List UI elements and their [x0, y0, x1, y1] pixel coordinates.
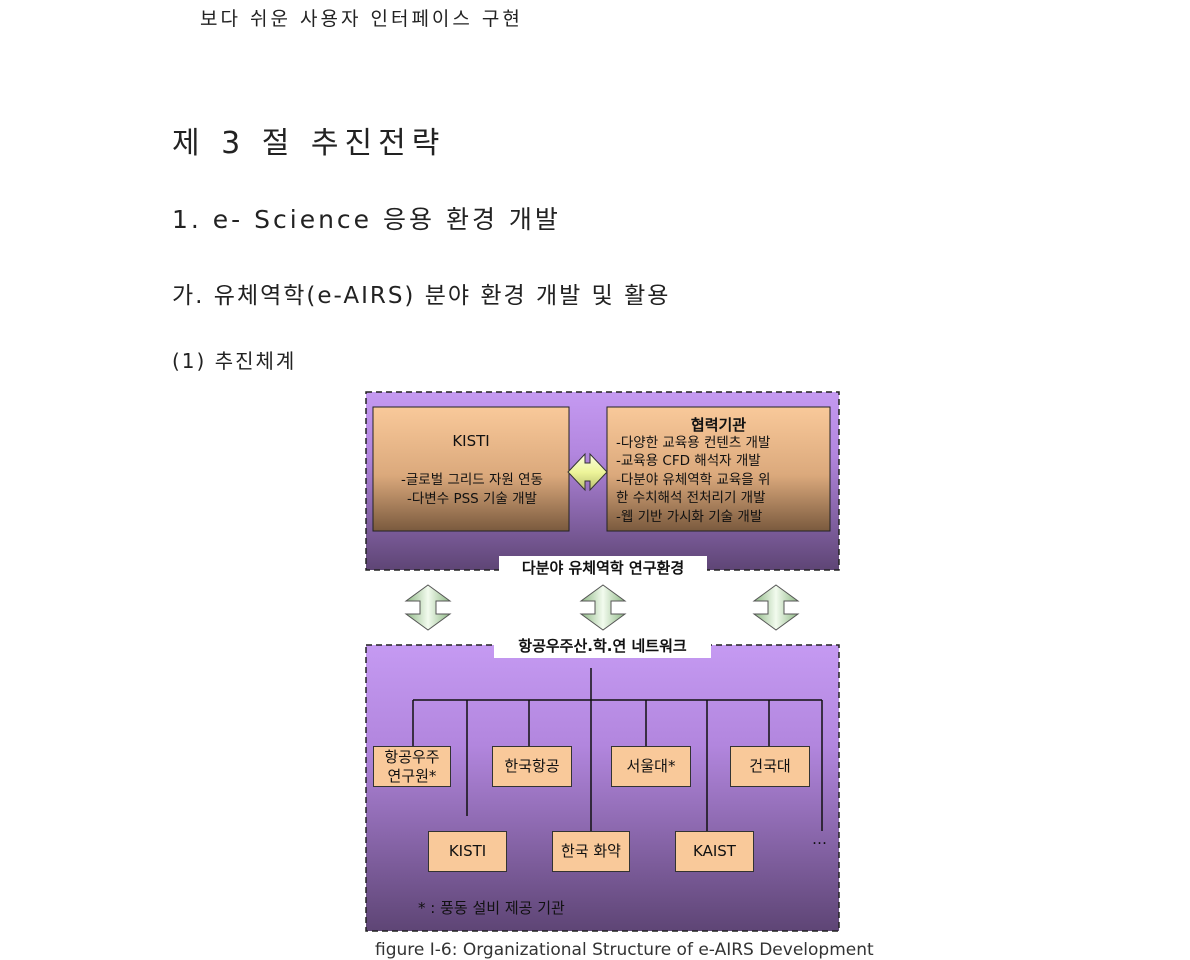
- vertical-double-arrow-icon: [579, 584, 627, 631]
- lower-panel: [365, 644, 840, 932]
- footnote: * : 풍동 설비 제공 기관: [418, 899, 565, 917]
- org-box-kaist: KAIST: [675, 831, 754, 872]
- org-box-hanwha: 한국 화약: [552, 831, 630, 872]
- double-arrow-icon: [567, 452, 608, 492]
- org-box-konkuk: 건국대: [730, 746, 810, 787]
- vertical-double-arrow-icon: [752, 584, 800, 631]
- network-lines: [412, 668, 823, 831]
- section-title: 제 3 절 추진전략: [172, 126, 446, 161]
- partner-title: 협력기관: [690, 416, 747, 434]
- org-box-kai: 한국항공: [492, 746, 572, 787]
- partner-lines: -다양한 교육용 컨텐츠 개발 -교육용 CFD 해석자 개발 -다분야 유체역…: [616, 434, 831, 526]
- subsection-title: 1. e- Science 응용 환경 개발: [172, 205, 561, 234]
- intro-line: 보다 쉬운 사용자 인터페이스 구현: [200, 8, 523, 30]
- org-box-kisti: KISTI: [428, 831, 507, 872]
- vertical-double-arrow-icon: [404, 584, 452, 631]
- partner-line: -다양한 교육용 컨텐츠 개발: [616, 435, 771, 451]
- lower-panel-label: 항공우주산.학.연 네트워크: [494, 634, 711, 658]
- partner-line: -웹 기반 가시화 기술 개발: [616, 508, 763, 525]
- org-box-snu: 서울대*: [611, 746, 691, 787]
- kisti-title: KISTI: [452, 432, 490, 450]
- kisti-line: -다변수 PSS 기술 개발: [407, 491, 537, 507]
- kisti-lines: -글로벌 그리드 자원 연동 -다변수 PSS 기술 개발: [378, 471, 566, 509]
- figure-caption: figure I-6: Organizational Structure of …: [375, 940, 874, 960]
- kisti-line: -글로벌 그리드 자원 연동: [401, 472, 543, 488]
- upper-panel-label: 다분야 유체역학 연구환경: [499, 556, 707, 580]
- more-orgs-ellipsis: …: [812, 830, 827, 848]
- org-box-kari: 항공우주 연구원*: [373, 746, 451, 787]
- partner-line: -다분야 유체역학 교육을 위: [616, 471, 771, 488]
- item-title: 가. 유체역학(e-AIRS) 분야 환경 개발 및 활용: [172, 283, 671, 309]
- partner-box: [606, 406, 831, 532]
- kisti-box: [372, 406, 570, 532]
- partner-line: 한 수치해석 전처리기 개발: [616, 490, 766, 507]
- subitem-title: (1) 추진체계: [172, 349, 297, 373]
- partner-line: -교육용 CFD 해석자 개발: [616, 453, 761, 470]
